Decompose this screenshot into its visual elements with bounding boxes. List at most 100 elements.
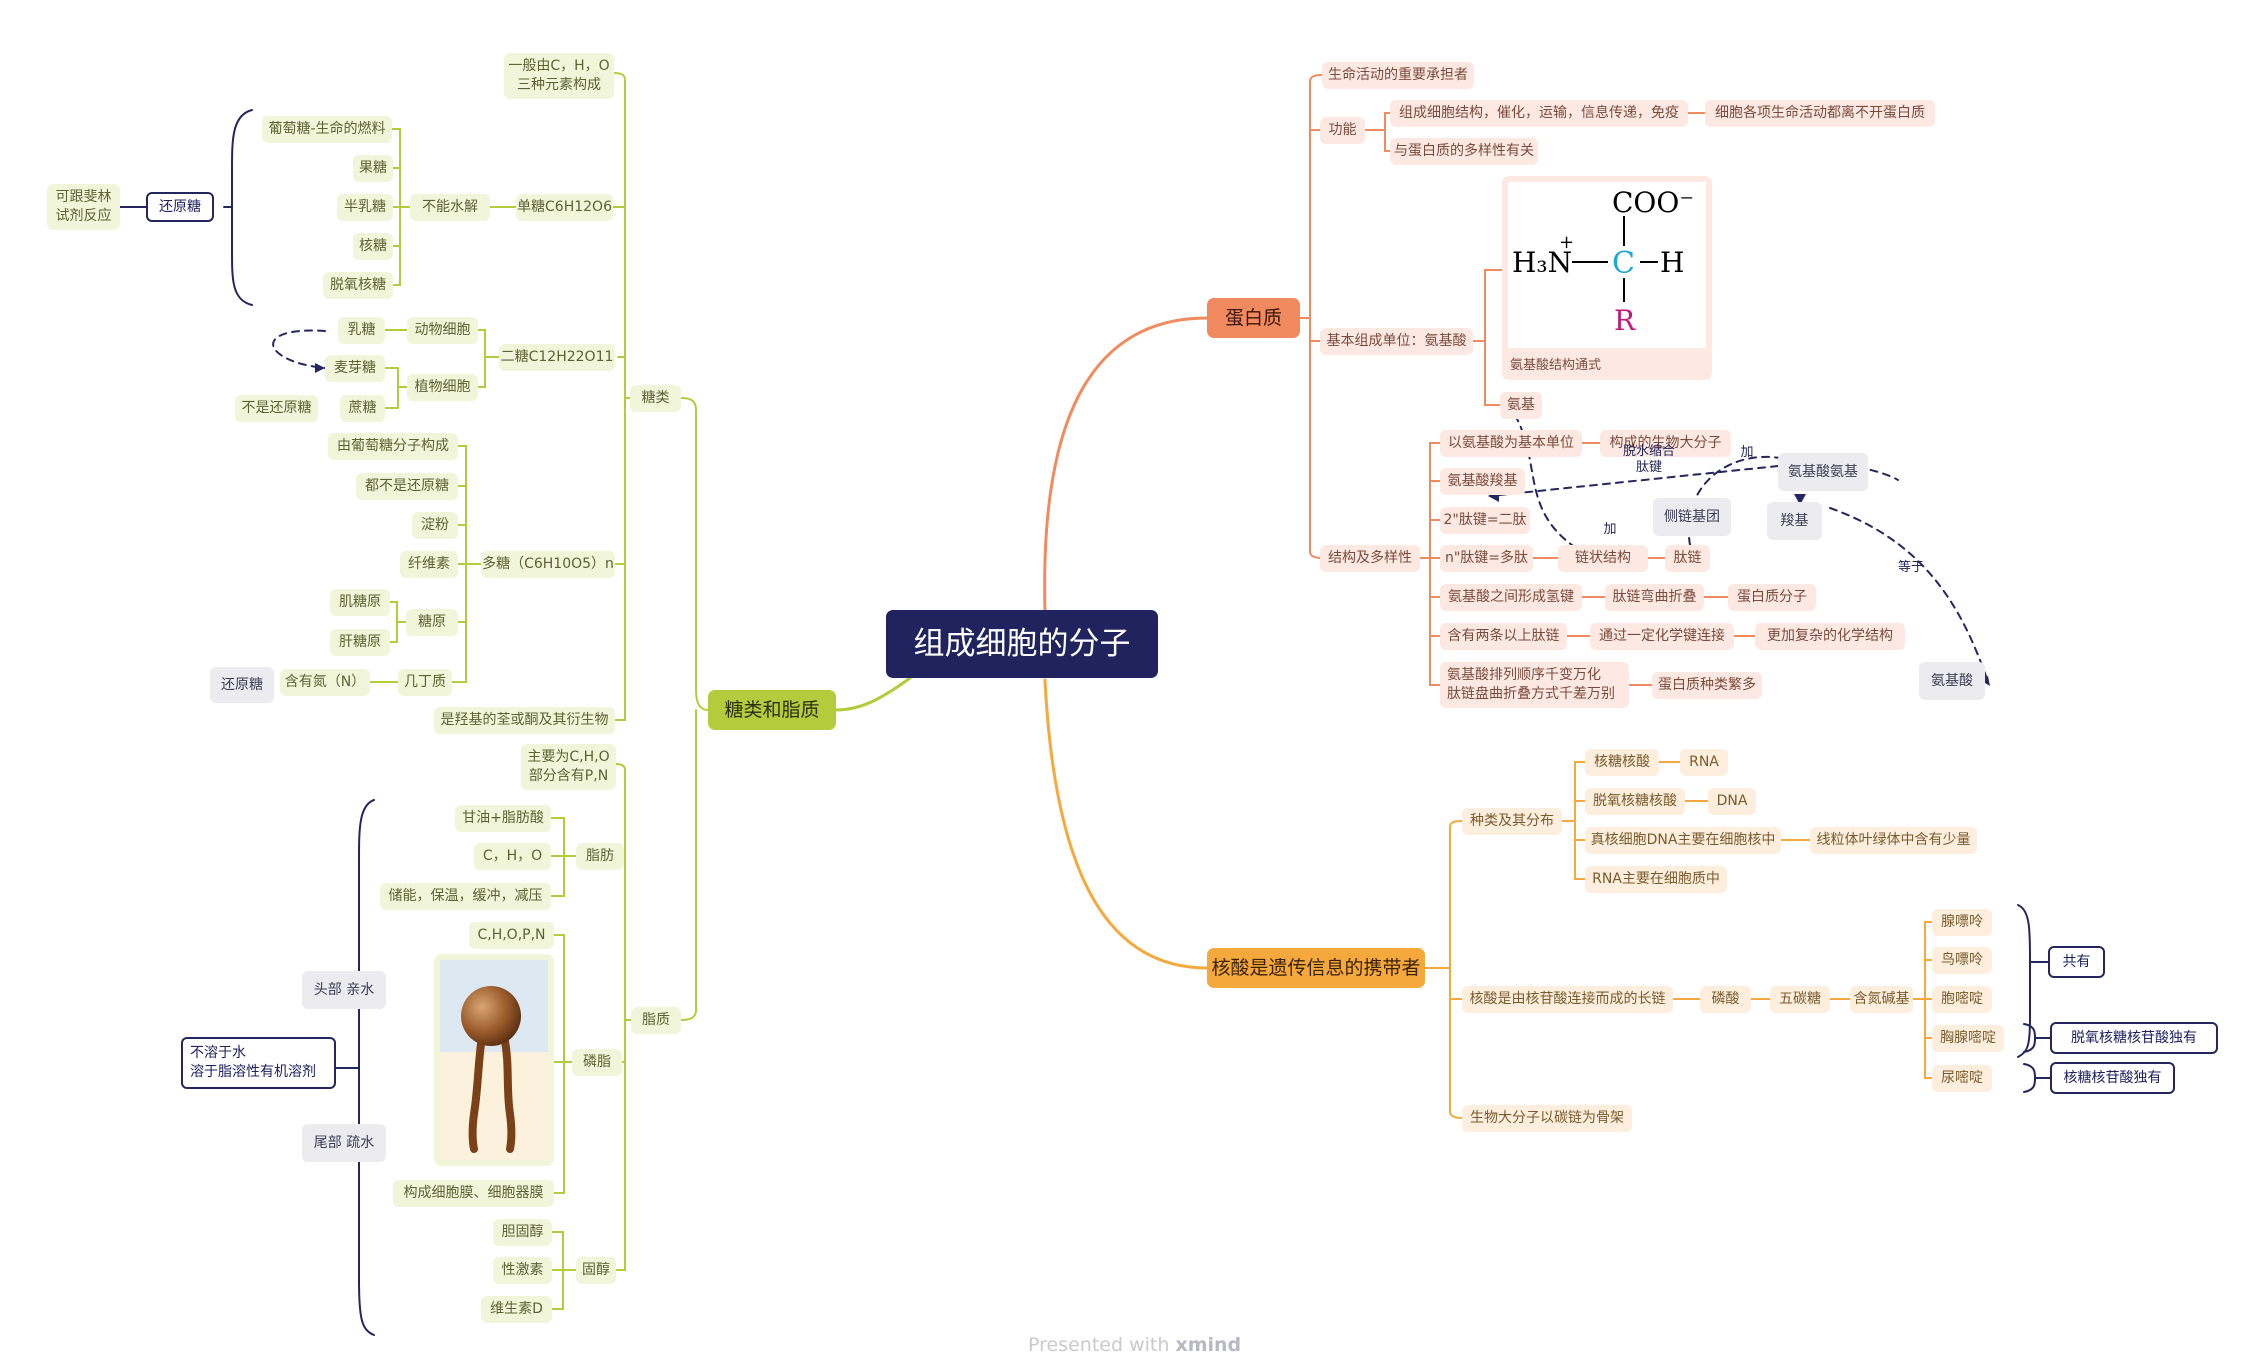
branch-nucleic-acid[interactable]: 核酸是遗传信息的携带者: [1207, 948, 1425, 988]
topic-basic-unit[interactable]: 基本组成单位：氨基酸: [1320, 328, 1473, 355]
lipid-composition[interactable]: 主要为C,H,O 部分含有P,N: [521, 744, 616, 790]
topic-monosaccharide[interactable]: 单糖C6H12O6: [516, 194, 613, 221]
structure-3[interactable]: 2"肽键=二肽: [1440, 507, 1530, 534]
chain-nitrogen-base[interactable]: 含氮碱基: [1850, 986, 1913, 1013]
topic-sugar[interactable]: 糖类: [630, 385, 681, 412]
structure-6-bond[interactable]: 通过一定化学键连接: [1590, 623, 1734, 650]
poly-chitin[interactable]: 几丁质: [398, 669, 452, 696]
sterol-cholesterol[interactable]: 胆固醇: [493, 1219, 552, 1246]
phospholipid-elements[interactable]: C,H,O,P,N: [469, 922, 554, 949]
dist-organelle-note[interactable]: 线粒体叶绿体中含有少量: [1810, 827, 1977, 854]
formula-coo: COO⁻: [1612, 186, 1695, 219]
carboxyl-group[interactable]: 羧基: [1767, 502, 1822, 540]
topic-polysaccharide[interactable]: 多糖（C6H10O5）n: [481, 551, 615, 578]
structure-1[interactable]: 以氨基酸为基本单位: [1440, 430, 1582, 457]
mono-note-reducing[interactable]: 还原糖: [146, 192, 214, 222]
root-topic[interactable]: 组成细胞的分子: [886, 610, 1158, 678]
fat-elements[interactable]: C，H，O: [474, 843, 551, 870]
dist-eukaryote-dna[interactable]: 真核细胞DNA主要在细胞核中: [1585, 827, 1781, 854]
topic-sterol[interactable]: 固醇: [576, 1257, 616, 1284]
topic-phospholipid[interactable]: 磷脂: [572, 1049, 622, 1076]
sugar-definition[interactable]: 是羟基的荃或酮及其衍生物: [434, 707, 615, 734]
function-item-1[interactable]: 组成细胞结构，催化，运输，信息传递，免疫: [1390, 100, 1688, 127]
poly-glycogen[interactable]: 糖原: [406, 609, 458, 636]
function-item-1-note[interactable]: 细胞各项生命活动都离不开蛋白质: [1705, 100, 1935, 127]
glycogen-muscle[interactable]: 肌糖原: [330, 589, 390, 616]
base-rna-only-note[interactable]: 核糖核苷酸独有: [2050, 1062, 2175, 1094]
topic-lipid[interactable]: 脂质: [631, 1007, 681, 1034]
amino-acid-amino[interactable]: 氨基酸氨基: [1778, 453, 1868, 491]
mono-item-galactose[interactable]: 半乳糖: [337, 194, 393, 221]
mono-item-deoxyribose[interactable]: 脱氧核糖: [323, 272, 393, 299]
poly-item-not-reducing[interactable]: 都不是还原糖: [356, 473, 458, 500]
structure-5[interactable]: 氨基酸之间形成氢键: [1440, 584, 1582, 611]
structure-5-protein[interactable]: 蛋白质分子: [1728, 584, 1816, 611]
amino-acid-result[interactable]: 氨基酸: [1919, 662, 1985, 700]
di-sucrose[interactable]: 蔗糖: [340, 395, 385, 422]
topic-fat[interactable]: 脂肪: [576, 843, 624, 870]
branch-sugar-lipid[interactable]: 糖类和脂质: [708, 690, 836, 730]
function-item-2[interactable]: 与蛋白质的多样性有关: [1390, 138, 1538, 165]
bases-common-note[interactable]: 共有: [2048, 946, 2105, 978]
structure-2[interactable]: 氨基酸羧基: [1440, 468, 1525, 495]
di-animal[interactable]: 动物细胞: [407, 317, 478, 344]
dist-rna[interactable]: RNA: [1680, 749, 1728, 776]
chitin-nitrogen[interactable]: 含有氮（N）: [280, 669, 370, 696]
dist-ribonucleic[interactable]: 核糖核酸: [1585, 749, 1659, 776]
unit-amino[interactable]: 氨基: [1500, 392, 1542, 419]
base-uracil[interactable]: 尿嘧啶: [1932, 1065, 1992, 1092]
topic-carbon-skeleton[interactable]: 生物大分子以碳链为骨架: [1462, 1105, 1632, 1132]
structure-5-fold[interactable]: 肽链弯曲折叠: [1605, 584, 1704, 611]
topic-distribution[interactable]: 种类及其分布: [1462, 808, 1562, 835]
dist-dna[interactable]: DNA: [1708, 788, 1756, 815]
di-lactose[interactable]: 乳糖: [338, 317, 385, 344]
base-guanine[interactable]: 鸟嘌呤: [1932, 947, 1992, 974]
base-dna-only-note[interactable]: 脱氧核糖核苷酸独有: [2050, 1022, 2218, 1054]
fat-function[interactable]: 储能，保温，缓冲，减压: [380, 883, 551, 910]
dist-deoxyribonucleic[interactable]: 脱氧核糖核酸: [1585, 788, 1685, 815]
structure-6-complex[interactable]: 更加复杂的化学结构: [1755, 623, 1905, 650]
structure-1-note[interactable]: 构成的生物大分子: [1600, 430, 1731, 457]
protein-role[interactable]: 生命活动的重要承担者: [1322, 62, 1474, 89]
tail-hydrophobic[interactable]: 尾部 疏水: [302, 1124, 386, 1162]
di-maltose[interactable]: 麦芽糖: [325, 355, 385, 382]
structure-6[interactable]: 含有两条以上肽链: [1440, 623, 1567, 650]
mono-item-ribose[interactable]: 核糖: [353, 233, 393, 260]
structure-4-peptide[interactable]: 肽链: [1665, 545, 1710, 572]
di-sucrose-note[interactable]: 不是还原糖: [235, 395, 318, 422]
phospholipid-image-card: [434, 954, 554, 1166]
mono-item-glucose[interactable]: 葡萄糖-生命的燃料: [262, 116, 392, 143]
topic-nucleotide-chain[interactable]: 核酸是由核苷酸连接而成的长链: [1462, 986, 1673, 1013]
structure-4[interactable]: n"肽键=多肽: [1440, 545, 1533, 572]
topic-function[interactable]: 功能: [1320, 117, 1365, 144]
side-chain-group[interactable]: 侧链基团: [1653, 498, 1731, 536]
topic-disaccharide[interactable]: 二糖C12H22O11: [499, 344, 615, 371]
mono-reaction[interactable]: 可跟斐林 试剂反应: [47, 184, 120, 230]
dist-rna-location[interactable]: RNA主要在细胞质中: [1585, 866, 1727, 893]
glycogen-liver[interactable]: 肝糖原: [330, 629, 390, 656]
poly-item-glucose-units[interactable]: 由葡萄糖分子构成: [328, 433, 458, 460]
sterol-sex-hormone[interactable]: 性激素: [493, 1257, 552, 1284]
structure-7[interactable]: 氨基酸排列顺序千变万化 肽链盘曲折叠方式千差万别: [1440, 662, 1629, 708]
chain-phosphate[interactable]: 磷酸: [1700, 986, 1751, 1013]
head-hydrophilic[interactable]: 头部 亲水: [302, 971, 386, 1009]
sugar-composition[interactable]: 一般由C，H，O 三种元素构成: [504, 53, 614, 99]
base-adenine[interactable]: 腺嘌呤: [1932, 909, 1992, 936]
solubility-note[interactable]: 不溶于水 溶于脂溶性有机溶剂: [181, 1037, 336, 1089]
topic-structure[interactable]: 结构及多样性: [1320, 545, 1420, 572]
structure-7-variety[interactable]: 蛋白质种类繁多: [1652, 672, 1762, 699]
base-cytosine[interactable]: 胞嘧啶: [1932, 986, 1992, 1013]
phospholipid-function[interactable]: 构成细胞膜、细胞器膜: [393, 1180, 554, 1207]
mono-item-fructose[interactable]: 果糖: [353, 155, 393, 182]
fat-glycerol[interactable]: 甘油+脂肪酸: [455, 805, 551, 832]
mono-group[interactable]: 不能水解: [410, 194, 490, 221]
structure-4-chain[interactable]: 链状结构: [1558, 545, 1648, 572]
chain-pentose[interactable]: 五碳糖: [1770, 986, 1830, 1013]
branch-protein[interactable]: 蛋白质: [1207, 298, 1300, 338]
di-plant[interactable]: 植物细胞: [407, 374, 478, 401]
poly-item-cellulose[interactable]: 纤维素: [400, 551, 458, 578]
sterol-vitamin-d[interactable]: 维生素D: [481, 1296, 552, 1323]
base-thymine[interactable]: 胸腺嘧啶: [1932, 1025, 2004, 1052]
chitin-note-reducing[interactable]: 还原糖: [210, 667, 274, 703]
poly-item-starch[interactable]: 淀粉: [412, 512, 458, 539]
